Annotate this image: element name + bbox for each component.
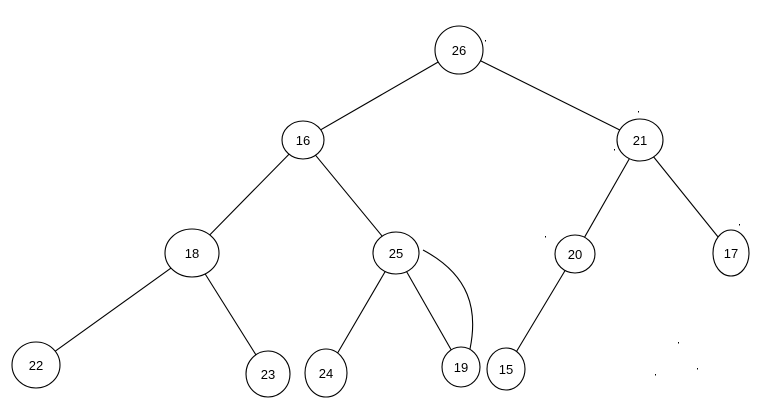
edge-26-16-edge xyxy=(320,61,439,131)
tree-node-16: 16 xyxy=(281,120,325,160)
node-circle xyxy=(164,228,220,278)
tree-node-25: 25 xyxy=(372,231,420,275)
speck xyxy=(739,224,740,226)
tree-node-19: 19 xyxy=(441,346,481,388)
node-circle xyxy=(712,229,750,277)
node-label: 24 xyxy=(319,366,333,381)
speck xyxy=(697,368,698,370)
speck xyxy=(614,149,615,151)
node-label: 15 xyxy=(499,362,513,377)
node-label: 17 xyxy=(724,246,738,261)
node-label: 23 xyxy=(261,367,275,382)
edge-21-20-edge xyxy=(584,158,630,238)
node-label: 16 xyxy=(296,133,310,148)
edge-21-17-edge xyxy=(653,156,719,238)
speck xyxy=(638,111,639,113)
tree-node-22: 22 xyxy=(11,341,61,389)
node-circle xyxy=(372,231,420,275)
tree-node-21: 21 xyxy=(616,118,664,162)
node-label: 26 xyxy=(452,43,466,58)
tree-node-17: 17 xyxy=(712,229,750,277)
node-circle xyxy=(245,350,291,398)
speck xyxy=(655,374,656,376)
speck xyxy=(545,236,546,238)
node-circle xyxy=(281,120,325,160)
node-circle xyxy=(434,25,484,75)
edge-25-19-curved-edge xyxy=(422,249,474,350)
tree-node-26: 26 xyxy=(434,25,484,75)
edge-25-24-edge xyxy=(337,271,386,354)
tree-edges xyxy=(54,60,719,356)
edge-25-19-edge xyxy=(406,271,452,351)
node-circle xyxy=(616,118,664,162)
node-circle xyxy=(304,348,348,398)
edge-20-15-edge xyxy=(516,270,566,352)
node-circle xyxy=(11,341,61,389)
tree-node-15: 15 xyxy=(486,347,526,391)
node-circle xyxy=(554,234,596,274)
node-label: 25 xyxy=(389,246,403,261)
tree-node-24: 24 xyxy=(304,348,348,398)
edge-26-21-edge xyxy=(480,60,621,131)
edge-16-18-edge xyxy=(209,153,290,236)
speck xyxy=(485,40,486,42)
tree-node-23: 23 xyxy=(245,350,291,398)
edge-18-23-edge xyxy=(204,273,257,356)
node-label: 18 xyxy=(185,246,199,261)
node-label: 20 xyxy=(568,247,582,262)
stray-specks xyxy=(485,40,740,376)
speck xyxy=(678,342,679,344)
node-label: 19 xyxy=(454,360,468,375)
edge-16-25-edge xyxy=(315,154,383,237)
node-label: 22 xyxy=(29,358,43,373)
tree-node-20: 20 xyxy=(554,234,596,274)
tree-node-18: 18 xyxy=(164,228,220,278)
node-circle xyxy=(441,346,481,388)
node-circle xyxy=(486,347,526,391)
edge-18-22-edge xyxy=(54,267,172,352)
node-label: 21 xyxy=(633,133,647,148)
tree-nodes: 26 16 21 18 25 20 17 22 23 24 19 15 xyxy=(11,25,750,398)
